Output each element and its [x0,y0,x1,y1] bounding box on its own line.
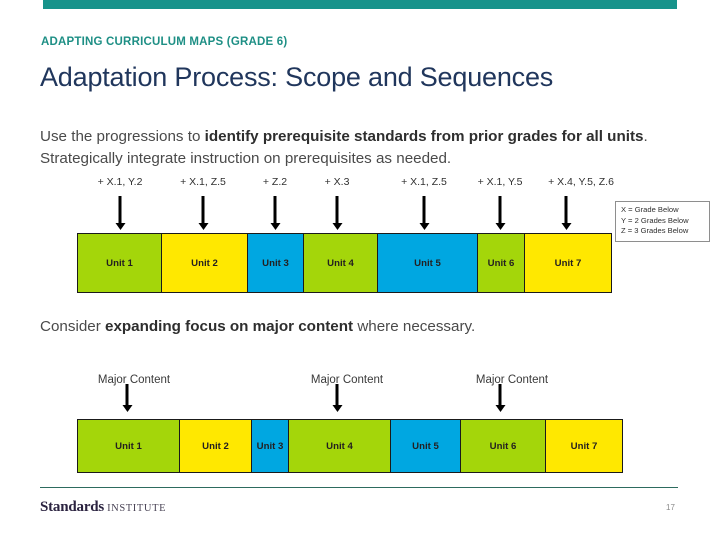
down-arrow-icon [332,196,343,230]
unit-block: Unit 2 [162,234,248,292]
prerequisite-label: + X.3 [324,176,350,188]
prerequisite-label: + X.1, Y.5 [477,176,523,188]
legend-row: Z = 3 Grades Below [621,226,689,235]
major-content-label: Major Content [97,374,171,386]
down-arrow-icon [270,196,281,230]
top-accent-bar [43,0,677,9]
unit-block: Unit 3 [252,420,289,472]
unit-block: Unit 5 [378,234,478,292]
eyebrow-label: ADAPTING CURRICULUM MAPS (GRADE 6) [41,36,288,48]
lead-text-part1: Use the progressions to [40,128,205,145]
consider-text-part2: where necessary. [353,318,476,335]
major-content-label: Major Content [475,374,549,386]
consider-paragraph: Consider expanding focus on major conten… [40,316,640,338]
legend-row: X = Grade Below [621,205,679,214]
consider-text-part1: Consider [40,318,105,335]
prerequisite-label: + X.1, Z.5 [180,176,226,188]
unit-block: Unit 4 [304,234,378,292]
down-arrow-icon [419,196,430,230]
prerequisite-label: + X.1, Z.5 [401,176,447,188]
down-arrow-icon [561,196,572,230]
unit-block: Unit 2 [180,420,252,472]
unit-block: Unit 1 [78,420,180,472]
down-arrow-icon [198,196,209,230]
major-content-label: Major Content [310,374,384,386]
down-arrow-icon [495,384,506,412]
prerequisite-label: + X.1, Y.2 [97,176,143,188]
logo-word-standards: Standards [40,499,105,515]
unit-block: Unit 5 [391,420,461,472]
consider-bold-1: expanding focus on major content [105,318,354,335]
page-title: Adaptation Process: Scope and Sequences [40,62,554,92]
unit-block: Unit 1 [78,234,162,292]
unit-block: Unit 6 [478,234,525,292]
prerequisite-label: + Z.2 [262,176,288,188]
logo-word-institute: INSTITUTE [107,503,167,514]
legend-row: Y = 2 Grades Below [621,215,689,225]
unit-block: Unit 3 [248,234,304,292]
down-arrow-icon [495,196,506,230]
unit-block: Unit 7 [546,420,622,472]
down-arrow-icon [332,384,343,412]
unit-block: Unit 7 [525,234,611,292]
page-number: 17 [666,503,675,512]
unit-block: Unit 4 [289,420,391,472]
unit-block: Unit 6 [461,420,546,472]
lead-paragraph: Use the progressions to identify prerequ… [40,126,665,170]
footer-divider [40,487,678,488]
down-arrow-icon [115,196,126,230]
lead-text-part2: . Strategically integrate instruction on… [40,128,648,167]
prerequisite-label: + X.4, Y.5, Z.6 [548,176,614,188]
down-arrow-icon [122,384,133,412]
lead-bold-1: identify prerequisite standards from pri… [204,128,644,145]
